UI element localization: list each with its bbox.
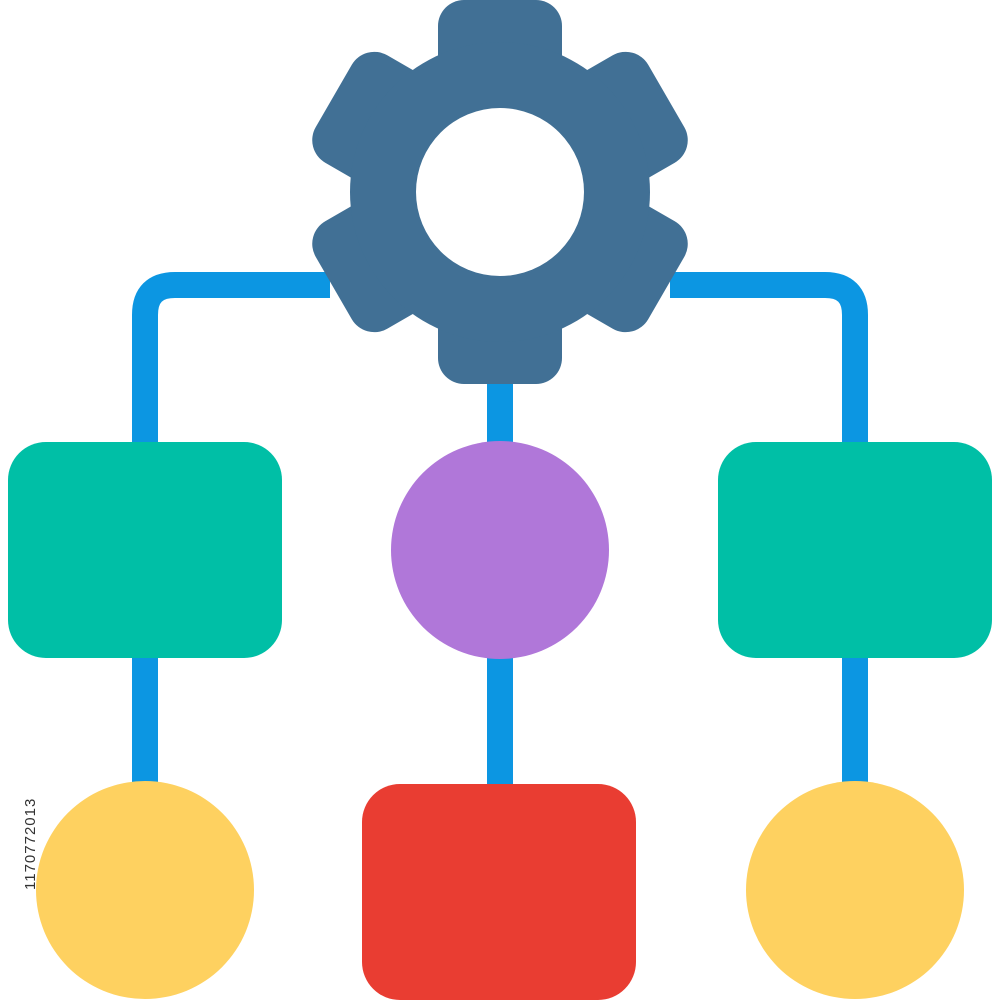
connector-right-branch bbox=[670, 272, 868, 445]
gear-hole bbox=[416, 108, 584, 276]
bottom-right-circle-node bbox=[746, 781, 964, 999]
stock-id-label: 1170772013 bbox=[22, 797, 39, 890]
left-box-node bbox=[8, 442, 282, 658]
connectors bbox=[132, 272, 868, 790]
gear-icon bbox=[312, 0, 688, 384]
bottom-left-circle-node bbox=[36, 781, 254, 999]
connector-left-branch bbox=[132, 272, 330, 445]
center-circle-node bbox=[391, 441, 609, 659]
right-box-node bbox=[718, 442, 992, 658]
bottom-center-box-node bbox=[362, 784, 636, 1000]
